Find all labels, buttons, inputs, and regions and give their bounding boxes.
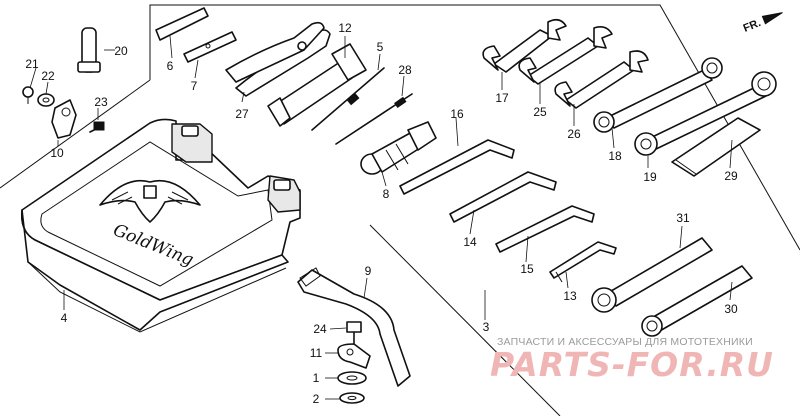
- box-wrench-19: [634, 71, 777, 156]
- callout-9: 9: [365, 264, 372, 278]
- callout-23: 23: [94, 95, 108, 109]
- tool-case: GoldWing: [20, 118, 301, 333]
- callout-2: 2: [313, 392, 320, 406]
- callout-3: 3: [483, 320, 490, 334]
- screwdriver-7: [183, 31, 237, 63]
- collar: [337, 343, 371, 369]
- callout-21: 21: [25, 57, 39, 71]
- callout-8: 8: [383, 187, 390, 201]
- grip: [671, 117, 761, 177]
- hex-wrench-16: [399, 139, 515, 195]
- callout-22: 22: [41, 69, 55, 83]
- callout-31: 31: [676, 211, 690, 225]
- open-end-wrench-25: [518, 26, 613, 85]
- callout-14: 14: [463, 235, 477, 249]
- callout-numbers: 20 21 22 23 10 6 7 27 12 5 28 16 8 14 15…: [25, 21, 738, 406]
- leader-lines: [29, 35, 733, 400]
- grommet: [37, 93, 55, 107]
- hex-wrench-15: [495, 205, 595, 253]
- fr-label: FR.: [742, 17, 763, 35]
- watermark-caption: ЗАПЧАСТИ И АКСЕССУАРЫ ДЛЯ МОТОТЕХНИКИ: [497, 336, 753, 348]
- screwdriver-grip: [360, 121, 437, 175]
- open-end-wrench-26: [554, 50, 649, 109]
- tool-band: [297, 267, 411, 387]
- bolt: [89, 121, 105, 133]
- callout-17: 17: [495, 91, 509, 105]
- handle: [641, 265, 753, 337]
- callout-15: 15: [520, 262, 534, 276]
- watermark-brand: PARTS-FOR.RU: [490, 345, 774, 384]
- callout-24: 24: [313, 322, 327, 336]
- screw: [22, 86, 34, 104]
- hex-wrench-13: [549, 241, 617, 283]
- callout-4: 4: [61, 311, 68, 325]
- pliers: [225, 21, 331, 97]
- callout-30: 30: [724, 302, 738, 316]
- screwdriver-6: [155, 7, 209, 41]
- callout-29: 29: [724, 169, 738, 183]
- arrow-forward-icon: [761, 12, 783, 25]
- bracket: [51, 99, 77, 139]
- spark-plug-wrench: [267, 43, 367, 127]
- callout-13: 13: [563, 289, 577, 303]
- callout-19: 19: [643, 170, 657, 184]
- callout-10: 10: [50, 146, 64, 160]
- callout-26: 26: [567, 127, 581, 141]
- callout-25: 25: [533, 105, 547, 119]
- callout-6: 6: [167, 59, 174, 73]
- callout-5: 5: [377, 40, 384, 54]
- callout-11: 11: [310, 346, 323, 360]
- bolt-24: [346, 321, 362, 347]
- watermark: ЗАПЧАСТИ И АКСЕССУАРЫ ДЛЯ МОТОТЕХНИКИ PA…: [490, 336, 774, 384]
- callout-7: 7: [191, 79, 198, 93]
- front-direction-indicator: FR.: [742, 12, 783, 35]
- open-end-wrench-17: [482, 18, 567, 73]
- callout-18: 18: [608, 149, 622, 163]
- hex-wrench-14: [449, 171, 557, 223]
- callout-12: 12: [338, 21, 352, 35]
- washer-1: [337, 371, 367, 385]
- callout-16: 16: [450, 107, 464, 121]
- case-emblem: [99, 180, 201, 223]
- callout-28: 28: [398, 63, 412, 77]
- callout-20: 20: [114, 44, 128, 58]
- pin-spanner: [591, 237, 713, 313]
- screwdriver-bar: [311, 67, 413, 145]
- washer-2: [339, 392, 365, 404]
- box-wrench-18: [593, 57, 723, 133]
- callout-27: 27: [235, 107, 249, 121]
- rubber-cap: [77, 27, 101, 73]
- callout-1: 1: [313, 371, 320, 385]
